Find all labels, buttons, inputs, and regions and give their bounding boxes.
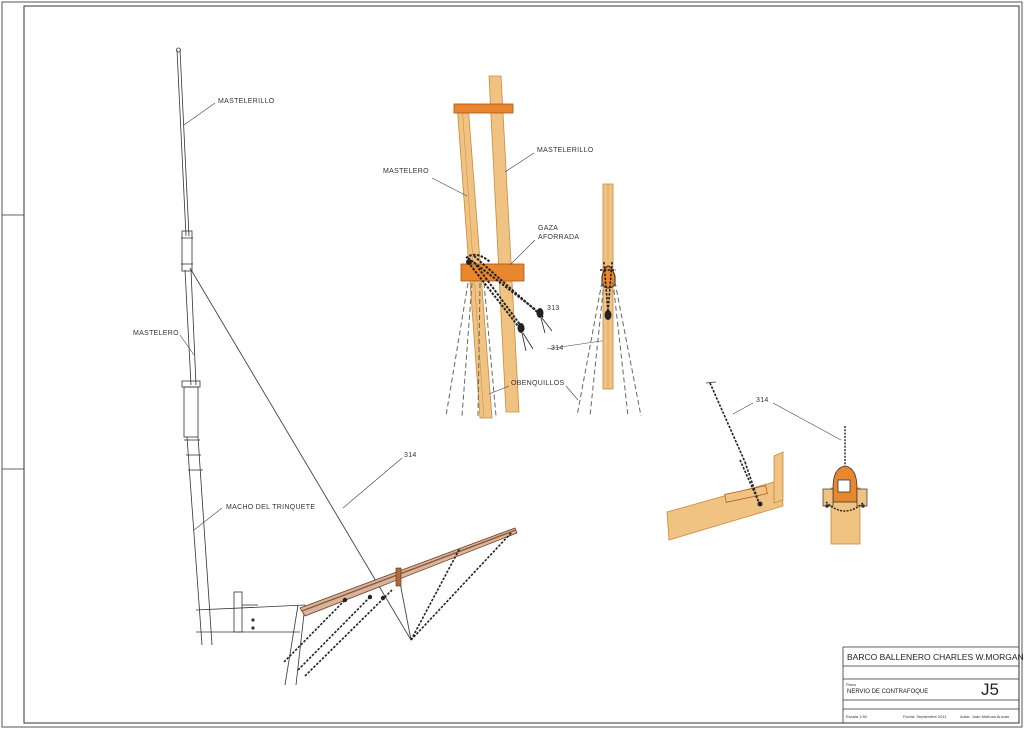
center-detail-view xyxy=(445,75,553,419)
label-aforrada: AFORRADA xyxy=(538,234,580,241)
label-mastelerillo-left: MASTELERILLO xyxy=(218,98,275,105)
label-mastelero-left: MASTELERO xyxy=(133,330,179,337)
label-314-detail: 314 xyxy=(551,345,564,352)
label-obenquillos: OBENQUILLOS xyxy=(511,380,565,387)
title-block-sheet-number: J5 xyxy=(981,680,999,699)
label-macho-del-trinquete: MACHO DEL TRINQUETE xyxy=(226,504,316,511)
label-314-main-stay: 314 xyxy=(404,452,417,459)
label-mastelero-detail: MASTELERO xyxy=(383,168,429,175)
title-block-date: Fecha: Septiembre 2011 xyxy=(903,714,947,719)
label-gaza: GAZA xyxy=(538,225,559,232)
title-block-plano-label: Plano xyxy=(846,682,857,687)
title-block-title: BARCO BALLENERO CHARLES W.MORGAN xyxy=(847,652,1024,662)
inner-border xyxy=(23,5,1020,724)
left-leaders xyxy=(179,102,403,531)
side-detail-view xyxy=(576,183,642,417)
label-mastelerillo-detail: MASTELERILLO xyxy=(537,147,594,154)
title-block-scale: Escala 1:50 xyxy=(846,714,867,719)
title-block-author: Autor: Juan Mañosa Arocas xyxy=(960,714,1010,719)
right-leaders xyxy=(732,402,842,441)
left-mast-view xyxy=(176,47,412,686)
title-block-frame xyxy=(842,646,1019,723)
title-block-drawing-name: NERVIO DE CONTRAFOQUE xyxy=(847,689,929,695)
label-314-right: 314 xyxy=(756,397,769,404)
bowsprit xyxy=(283,527,518,677)
center-leaders xyxy=(431,152,609,401)
right-mast-section xyxy=(822,426,868,545)
label-313: 313 xyxy=(547,305,560,312)
right-boom-detail xyxy=(666,381,784,541)
